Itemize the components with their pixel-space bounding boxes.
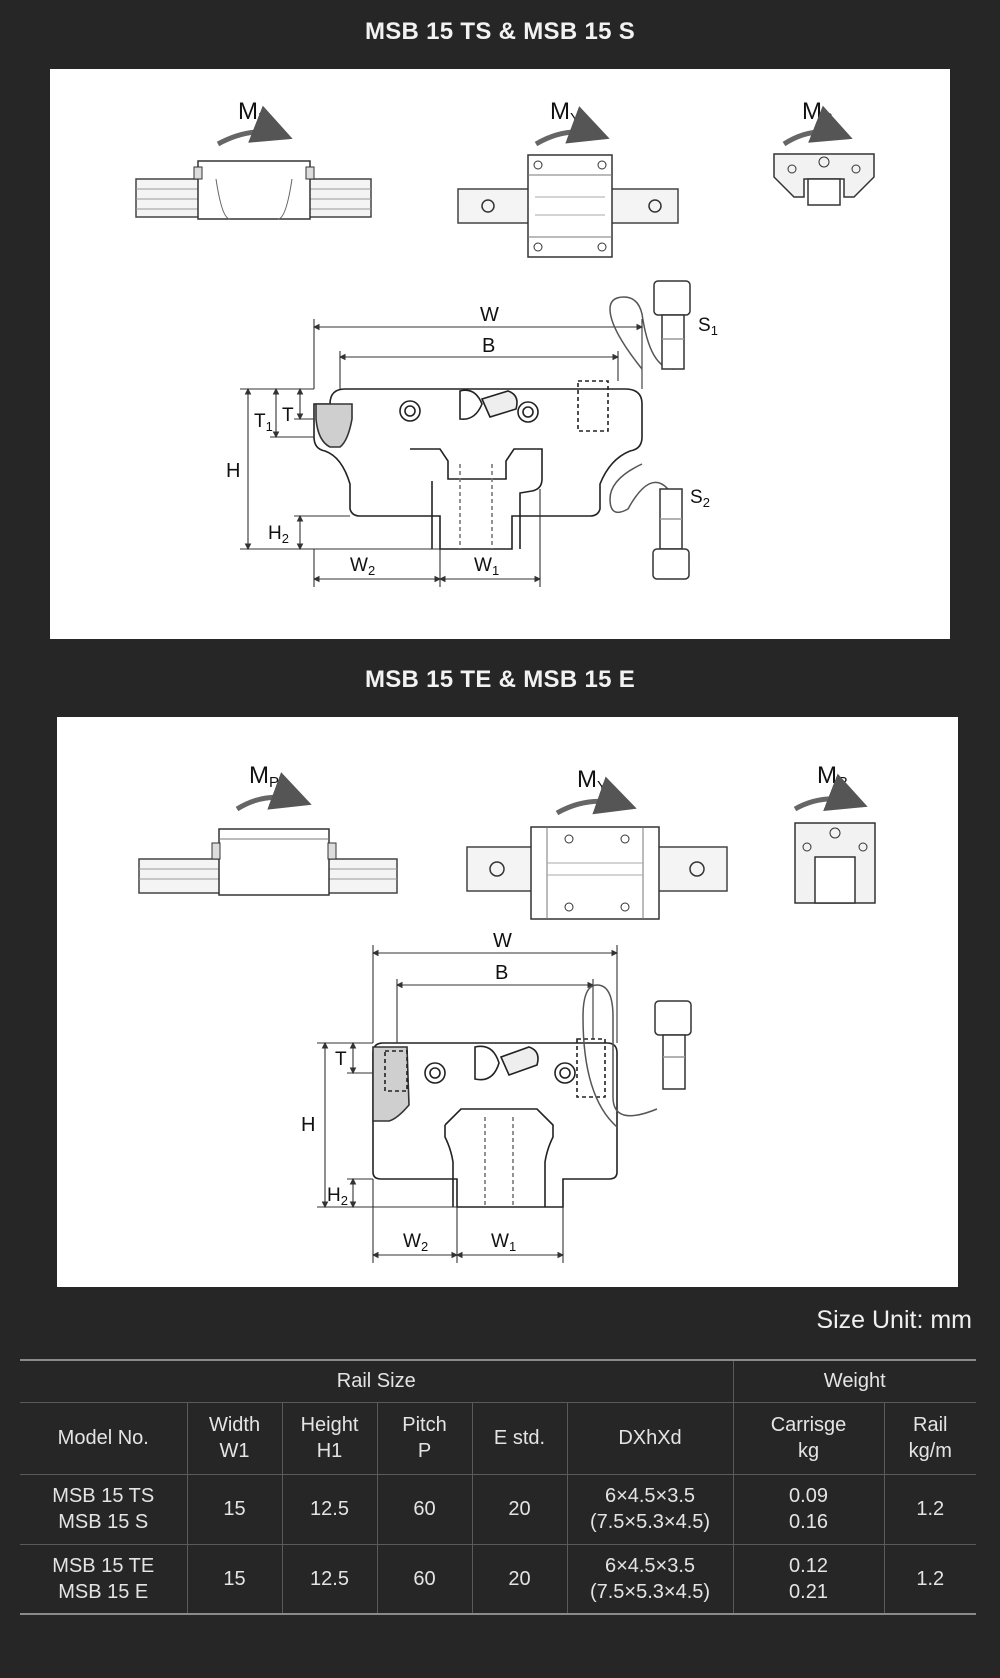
diagram-panel-1: MP MY [50, 69, 950, 639]
section-title-2: MSB 15 TE & MSB 15 E [364, 666, 636, 693]
cell-pitch: 60 [376, 1473, 473, 1545]
yaw-moment-view: MY [466, 766, 728, 920]
bolt-s2 [609, 463, 690, 580]
group-rail-size: Rail Size [20, 1359, 734, 1403]
dim-w2: W2 [350, 555, 375, 578]
cell-pitch: 60 [376, 1543, 473, 1615]
size-unit-label: Size Unit: mm [816, 1306, 972, 1334]
header-estd: E std. [471, 1401, 568, 1475]
dim-h: H [226, 460, 240, 482]
carriage-cross-section [313, 380, 643, 550]
cell-estd: 20 [471, 1473, 568, 1545]
cell-width: 15 [186, 1543, 283, 1615]
dim-w1: W1 [474, 555, 499, 578]
header-model: Model No. [20, 1401, 188, 1475]
cell-dxhxd: 6×4.5×3.5(7.5×5.3×4.5) [566, 1473, 734, 1545]
roll-moment-view: MR [793, 762, 876, 904]
label-s2: S2 [690, 487, 710, 510]
mr-label: MR [802, 98, 833, 127]
mp-label: MP [249, 762, 279, 791]
pitch-moment-view: MP [135, 98, 372, 220]
dimension-lines [240, 319, 644, 587]
linear-guide-drawing-1: MP MY [135, 98, 875, 587]
header-dxhxd: DXhXd [566, 1401, 734, 1475]
dim-t1: T1 [254, 411, 273, 434]
cell-dxhxd: 6×4.5×3.5(7.5×5.3×4.5) [566, 1543, 734, 1615]
bolt-s1 [609, 280, 691, 370]
section-title-1: MSB 15 TS & MSB 15 S [364, 18, 636, 45]
cell-estd: 20 [471, 1543, 568, 1615]
dim-h2: H2 [327, 1185, 348, 1208]
yaw-moment-view: MY [457, 98, 679, 258]
roll-moment-view: MR [773, 98, 875, 206]
dim-b: B [482, 335, 495, 357]
cell-width: 15 [186, 1473, 283, 1545]
table-group-header-row: Rail Size Weight [20, 1359, 976, 1403]
diagram-panel-2: MP MY MR [57, 717, 958, 1287]
cell-height: 12.5 [281, 1473, 378, 1545]
cell-height: 12.5 [281, 1543, 378, 1615]
pitch-moment-view: MP [138, 762, 398, 896]
label-s1: S1 [698, 315, 718, 338]
mr-label: MR [817, 762, 848, 791]
dim-w1: W1 [491, 1231, 516, 1254]
cell-rail: 1.2 [883, 1543, 976, 1615]
cell-rail: 1.2 [883, 1473, 976, 1545]
group-weight: Weight [732, 1359, 976, 1403]
dim-h2: H2 [268, 523, 289, 546]
my-label: MY [577, 766, 607, 795]
bolt-s1 [582, 984, 692, 1128]
dim-t: T [335, 1049, 347, 1070]
dim-t: T [282, 405, 294, 426]
dim-w: W [480, 304, 499, 326]
my-label: MY [550, 98, 580, 127]
dim-b: B [495, 962, 508, 984]
linear-guide-drawing-2: MP MY MR [138, 762, 876, 1263]
mp-label: MP [238, 98, 268, 127]
dim-w: W [493, 930, 512, 952]
dim-h: H [301, 1114, 315, 1136]
carriage-cross-section [372, 1038, 618, 1208]
dimension-lines [317, 945, 619, 1263]
dim-w2: W2 [403, 1231, 428, 1254]
